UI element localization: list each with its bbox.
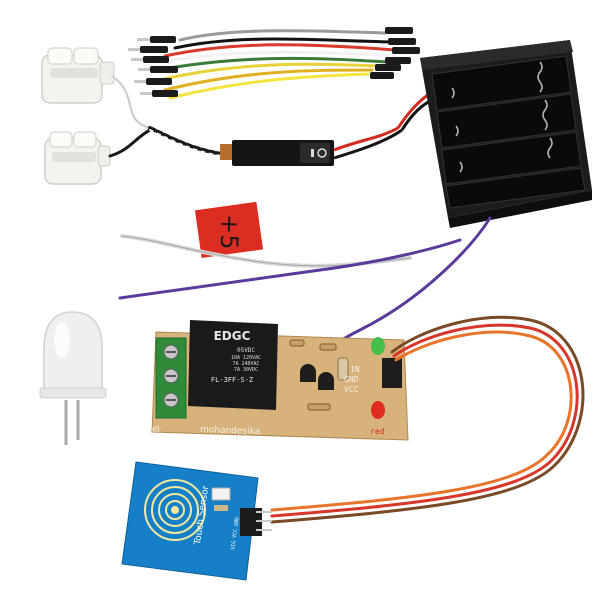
- relay-brand: EDGC: [214, 329, 251, 343]
- board-components: [289, 337, 402, 419]
- relay-rating-3: 7A 30VDC: [234, 367, 258, 373]
- pin-label-gnd: GND: [344, 375, 359, 384]
- touch-sensor-module: Touch Sensor SIG VCC GND: [121, 461, 272, 581]
- terminal-label-no: NO: [150, 425, 160, 434]
- touch-pad: [144, 479, 206, 541]
- relay: EDGC 05VDC 10A 120VAC 7A 240VAC 7A 30VDC…: [188, 320, 278, 410]
- relay-rating-1: 10A 120VAC: [231, 355, 261, 361]
- jumper-wire-bundle: [128, 27, 420, 100]
- screw-terminal: [155, 337, 187, 419]
- connector-wires: [108, 74, 224, 158]
- battery-holder: [396, 40, 592, 228]
- relay-voltage: 05VDC: [237, 347, 255, 354]
- relay-model: FL-3FF-S-Z: [211, 376, 253, 384]
- touch-pin-labels: SIG VCC GND: [230, 517, 241, 551]
- rocker-switch: [220, 126, 403, 166]
- board-silkscreen: mohandesika.: [200, 425, 263, 437]
- lever-connector-top: [41, 47, 115, 104]
- tag-text: +5: [215, 214, 244, 250]
- plus-5-tag: +5: [194, 201, 264, 258]
- led-10mm: [39, 311, 107, 445]
- lever-connector-bottom: [44, 131, 111, 185]
- relay-rating-2: 7A 240VAC: [232, 361, 259, 367]
- board-labels: IN GND VCC red NO mohandesika.: [150, 365, 385, 437]
- pin-label-in: IN: [350, 365, 360, 374]
- led-label-red: red: [370, 427, 385, 436]
- relay-board: EDGC 05VDC 10A 120VAC 7A 240VAC 7A 30VDC…: [150, 320, 409, 441]
- ribbon-cable: [270, 315, 585, 524]
- pin-label-vcc: VCC: [344, 385, 359, 394]
